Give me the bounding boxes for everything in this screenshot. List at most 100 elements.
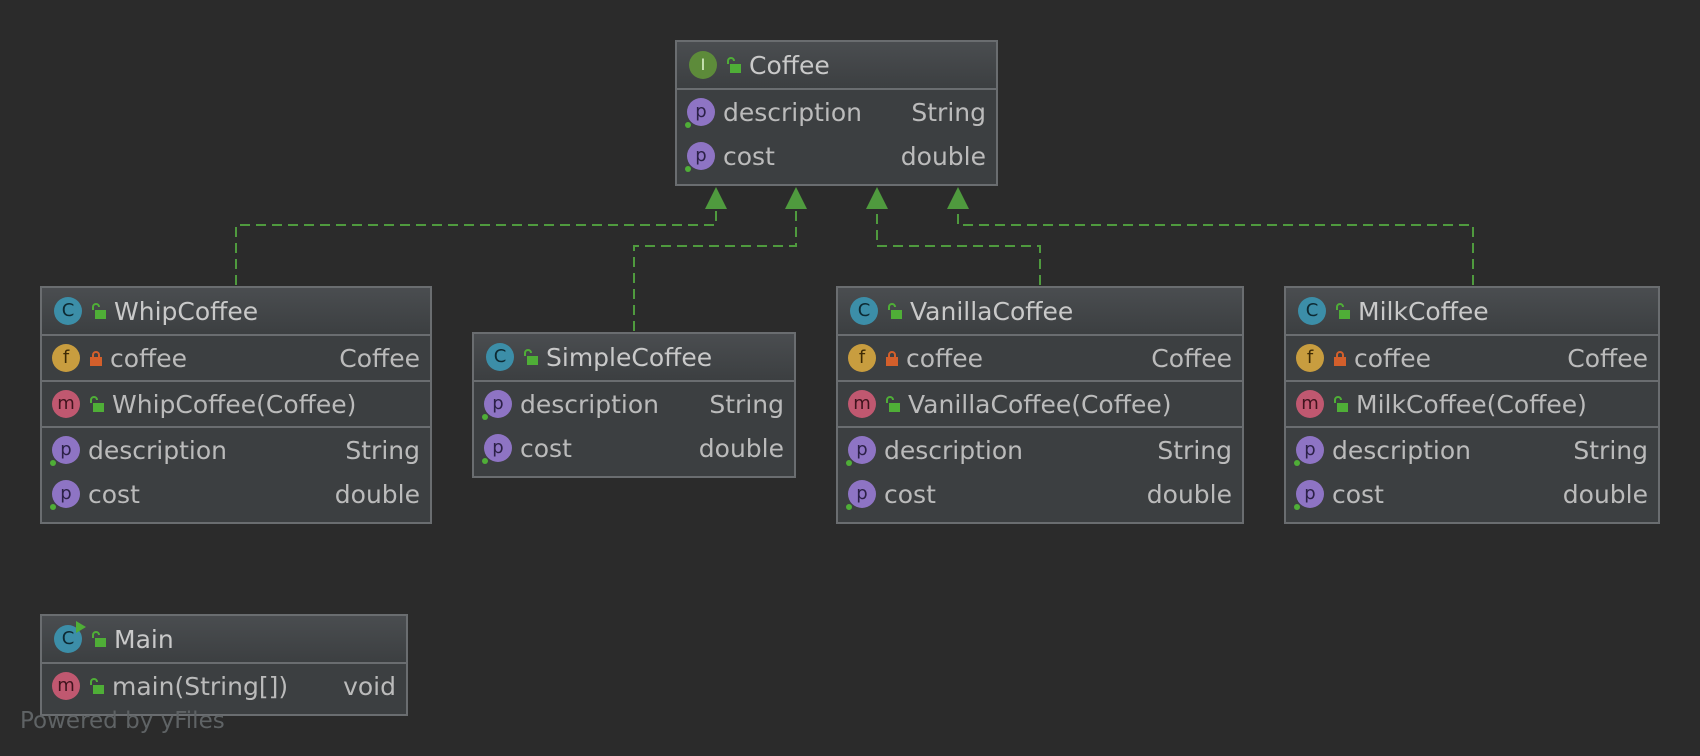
property-icon: p — [50, 480, 80, 510]
edge-vanilla-to-coffee — [876, 205, 1041, 285]
private-lock-icon — [90, 350, 102, 366]
member-type: String — [1573, 435, 1648, 465]
member-name: coffee — [906, 343, 984, 373]
fields-section: f coffee Coffee — [42, 336, 430, 382]
public-icon — [92, 631, 106, 647]
public-icon — [886, 396, 900, 412]
properties-section: p description String p cost double — [1286, 428, 1658, 516]
fields-section: f coffee Coffee — [1286, 336, 1658, 382]
field-row[interactable]: f coffee Coffee — [42, 336, 430, 380]
arrowhead-milk — [947, 187, 969, 209]
method-row[interactable]: m VanillaCoffee(Coffee) — [838, 382, 1242, 426]
member-name: WhipCoffee(Coffee) — [112, 389, 357, 419]
method-icon: m — [52, 390, 80, 418]
property-row[interactable]: p cost double — [1286, 472, 1658, 516]
method-row[interactable]: m main(String[]) void — [42, 664, 406, 708]
property-icon: p — [846, 436, 876, 466]
class-icon: C — [486, 343, 514, 371]
member-type: void — [343, 671, 396, 701]
public-icon — [727, 57, 741, 73]
node-whipcoffee[interactable]: C WhipCoffee f coffee Coffee m WhipCoffe… — [40, 286, 432, 524]
class-icon: C — [54, 297, 82, 325]
properties-section: p description String p cost double — [677, 90, 996, 178]
method-icon: m — [1296, 390, 1324, 418]
public-icon — [888, 303, 902, 319]
node-header: C SimpleCoffee — [474, 334, 794, 382]
member-type: Coffee — [339, 343, 420, 373]
node-coffee[interactable]: I Coffee p description String p cost dou… — [675, 40, 998, 186]
class-name: WhipCoffee — [114, 296, 259, 326]
field-icon: f — [52, 344, 80, 372]
member-name: coffee — [1354, 343, 1432, 373]
property-row[interactable]: p cost double — [474, 426, 794, 470]
property-row[interactable]: p description String — [1286, 428, 1658, 472]
class-name: MilkCoffee — [1358, 296, 1489, 326]
method-row[interactable]: m WhipCoffee(Coffee) — [42, 382, 430, 426]
property-icon: p — [1294, 480, 1324, 510]
properties-section: p description String p cost double — [838, 428, 1242, 516]
class-name: VanillaCoffee — [910, 296, 1074, 326]
node-simplecoffee[interactable]: C SimpleCoffee p description String p co… — [472, 332, 796, 478]
node-milkcoffee[interactable]: C MilkCoffee f coffee Coffee m MilkCoffe… — [1284, 286, 1660, 524]
node-vanillacoffee[interactable]: C VanillaCoffee f coffee Coffee m Vanill… — [836, 286, 1244, 524]
edge-simple-to-coffee — [633, 205, 797, 331]
constructors-section: m VanillaCoffee(Coffee) — [838, 382, 1242, 428]
public-icon — [1334, 396, 1348, 412]
fields-section: f coffee Coffee — [838, 336, 1242, 382]
member-type: double — [1562, 479, 1648, 509]
member-name: cost — [1332, 479, 1384, 509]
member-type: Coffee — [1567, 343, 1648, 373]
private-lock-icon — [1334, 350, 1346, 366]
property-row[interactable]: p cost double — [677, 134, 996, 178]
member-name: description — [723, 97, 863, 127]
member-type: double — [698, 433, 784, 463]
run-badge-icon — [76, 621, 86, 633]
member-type: double — [1146, 479, 1232, 509]
field-row[interactable]: f coffee Coffee — [838, 336, 1242, 380]
property-icon: p — [685, 98, 715, 128]
class-kind-letter: C — [61, 628, 75, 649]
property-row[interactable]: p description String — [677, 90, 996, 134]
property-row[interactable]: p description String — [474, 382, 794, 426]
property-row[interactable]: p cost double — [838, 472, 1242, 516]
member-name: coffee — [110, 343, 188, 373]
member-name: VanillaCoffee(Coffee) — [908, 389, 1172, 419]
member-name: cost — [88, 479, 140, 509]
member-name: main(String[]) — [112, 671, 289, 701]
arrowhead-vanilla — [866, 187, 888, 209]
node-header: C Main — [42, 616, 406, 664]
private-lock-icon — [886, 350, 898, 366]
member-name: description — [88, 435, 228, 465]
property-row[interactable]: p description String — [838, 428, 1242, 472]
field-icon: f — [848, 344, 876, 372]
property-icon: p — [482, 434, 512, 464]
public-icon — [1336, 303, 1350, 319]
property-icon: p — [846, 480, 876, 510]
node-header: C WhipCoffee — [42, 288, 430, 336]
node-main[interactable]: C Main m main(String[]) void — [40, 614, 408, 716]
class-name: Main — [114, 624, 174, 654]
member-name: MilkCoffee(Coffee) — [1356, 389, 1587, 419]
public-icon — [90, 396, 104, 412]
field-icon: f — [1296, 344, 1324, 372]
properties-section: p description String p cost double — [42, 428, 430, 516]
property-row[interactable]: p description String — [42, 428, 430, 472]
property-icon: p — [685, 142, 715, 172]
member-name: cost — [723, 141, 775, 171]
class-name: SimpleCoffee — [546, 342, 713, 372]
arrowhead-whip — [705, 187, 727, 209]
powered-by-footer: Powered by yFiles — [20, 708, 225, 734]
node-header: I Coffee — [677, 42, 996, 90]
runnable-class-icon: C — [54, 621, 86, 653]
member-type: String — [911, 97, 986, 127]
public-icon — [524, 349, 538, 365]
property-row[interactable]: p cost double — [42, 472, 430, 516]
field-row[interactable]: f coffee Coffee — [1286, 336, 1658, 380]
method-row[interactable]: m MilkCoffee(Coffee) — [1286, 382, 1658, 426]
constructors-section: m MilkCoffee(Coffee) — [1286, 382, 1658, 428]
member-name: cost — [520, 433, 572, 463]
interface-icon: I — [689, 51, 717, 79]
member-type: double — [900, 141, 986, 171]
public-icon — [92, 303, 106, 319]
